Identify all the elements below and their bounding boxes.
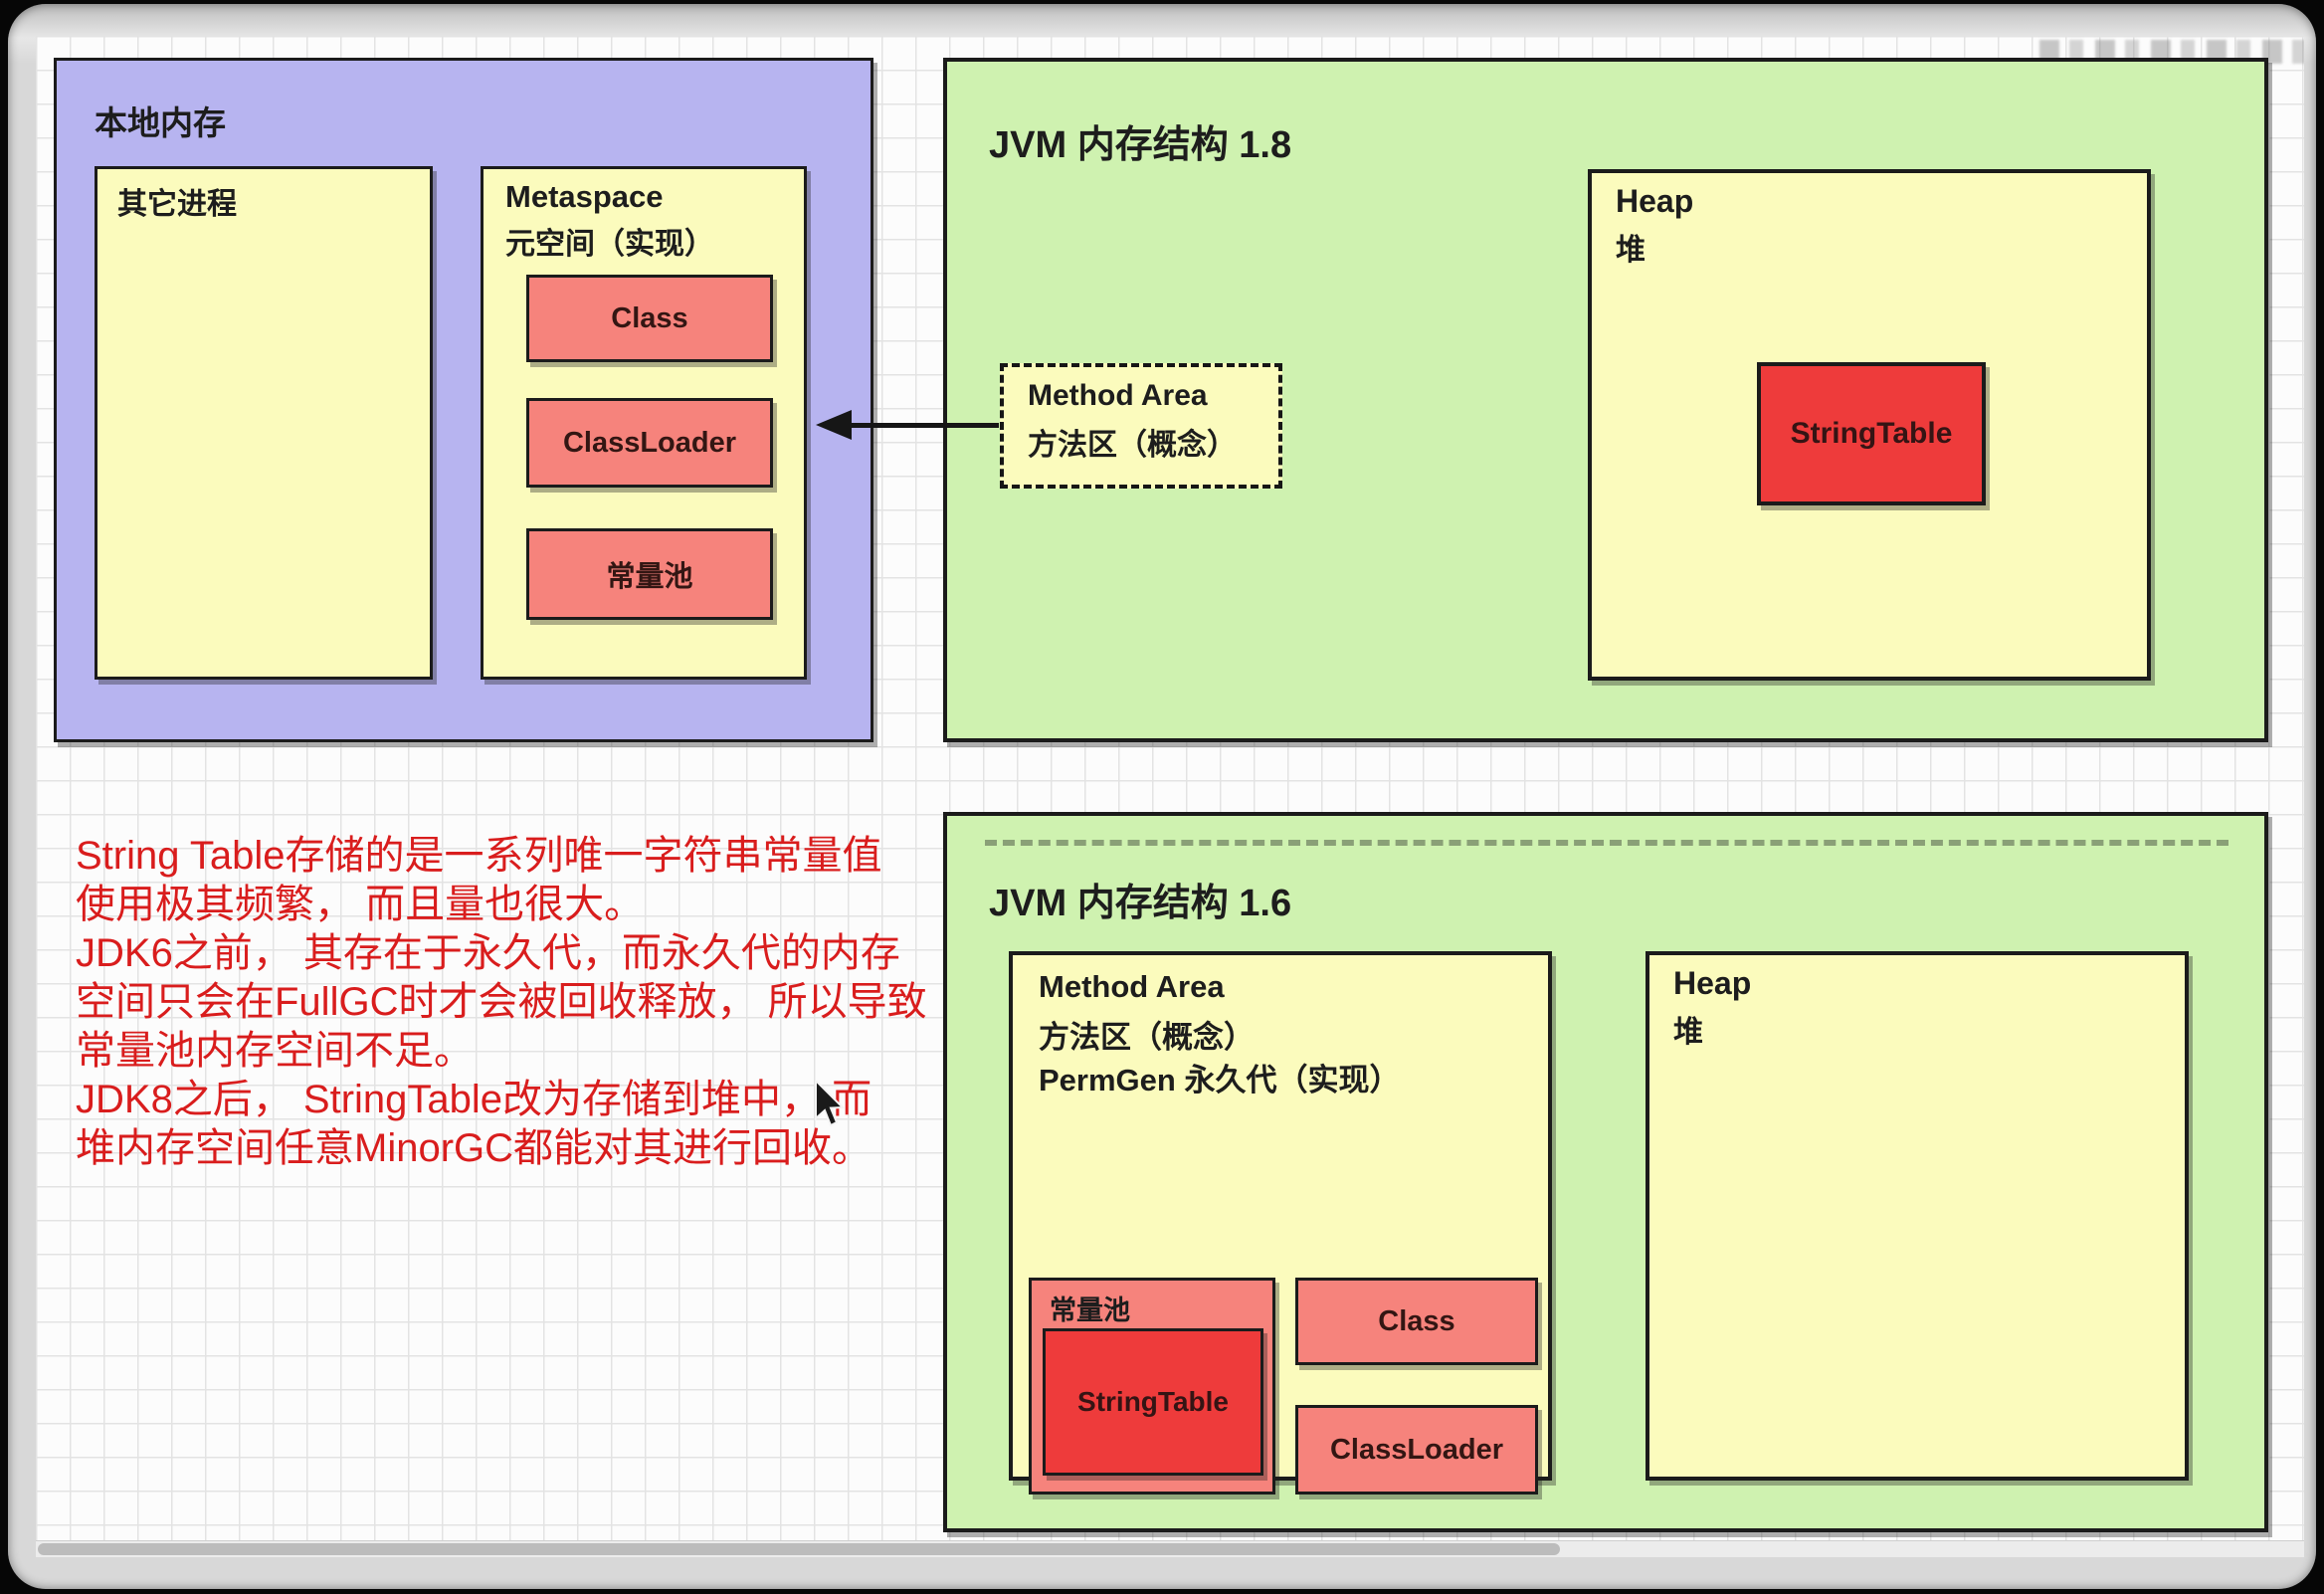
metaspace-subtitle: 元空间（实现） [505, 228, 714, 261]
jvm16-method-area-line1: Method Area [1039, 969, 1225, 1004]
mouse-cursor [815, 1081, 846, 1127]
jvm16-heap-title: Heap [1673, 965, 1752, 1001]
jvm18-heap-box[interactable]: Heap 堆 StringTable [1588, 169, 2151, 681]
jvm16-heap-subtitle: 堆 [1673, 1016, 1703, 1049]
methodarea-to-metaspace-arrow-head [816, 410, 852, 440]
note-line: JDK8之后， StringTable改为存储到堆中， 而 [76, 1078, 872, 1121]
jvm16-box[interactable]: JVM 内存结构 1.6 Method Area 方法区（概念） PermGen… [943, 812, 2268, 1532]
other-process-label: 其它进程 [117, 188, 237, 221]
jvm16-class-box[interactable]: Class [1295, 1278, 1538, 1365]
jvm16-classloader-box[interactable]: ClassLoader [1295, 1405, 1538, 1494]
jvm16-method-area-box[interactable]: Method Area 方法区（概念） PermGen 永久代（实现） 常量池 … [1009, 951, 1552, 1494]
jvm16-heap-box[interactable]: Heap 堆 [1646, 951, 2189, 1481]
jvm18-heap-title: Heap [1616, 183, 1694, 219]
local-memory-title: 本地内存 [95, 104, 226, 141]
metaspace-constpool-label: 常量池 [606, 561, 693, 593]
jvm18-method-area-box[interactable]: Method Area 方法区（概念） [1000, 363, 1282, 489]
local-memory-box[interactable]: 本地内存 其它进程 Metaspace 元空间（实现） Class ClassL… [54, 58, 873, 742]
metaspace-class-label: Class [611, 301, 688, 334]
string-table-note: String Table存储的是一系列唯一字符串常量值 使用极其频繁， 而且量也… [76, 832, 927, 1173]
dashed-line-artifact [985, 840, 2228, 846]
jvm16-title: JVM 内存结构 1.6 [989, 883, 1292, 924]
other-process-box[interactable]: 其它进程 [95, 166, 433, 680]
horizontal-scrollbar-thumb[interactable] [38, 1543, 1560, 1555]
jvm18-method-area-line1: Method Area [1028, 379, 1208, 412]
metaspace-class-box[interactable]: Class [526, 275, 773, 362]
note-line: String Table存储的是一系列唯一字符串常量值 [76, 834, 882, 878]
metaspace-box[interactable]: Metaspace 元空间（实现） Class ClassLoader 常量池 [481, 166, 807, 680]
jvm16-method-area-line2: 方法区（概念） [1039, 1020, 1255, 1055]
note-line: 空间只会在FullGC时才会被回收释放， 所以导致 [76, 980, 927, 1024]
note-line: 使用极其频繁， 而且量也很大。 [76, 883, 645, 926]
jvm18-method-area-line2: 方法区（概念） [1028, 429, 1237, 462]
note-line: 堆内存空间任意MinorGC都能对其进行回收。 [76, 1126, 872, 1170]
horizontal-scrollbar[interactable] [36, 1540, 2304, 1557]
note-line: JDK6之前， 其存在于永久代，而永久代的内存 [76, 931, 900, 975]
jvm16-stringtable-label: StringTable [1077, 1386, 1229, 1417]
jvm16-constpool-box[interactable]: 常量池 StringTable [1029, 1278, 1275, 1494]
app-window: 本地内存 其它进程 Metaspace 元空间（实现） Class ClassL… [8, 4, 2316, 1589]
metaspace-classloader-box[interactable]: ClassLoader [526, 398, 773, 488]
methodarea-to-metaspace-arrow-line [850, 423, 999, 428]
jvm16-constpool-label: 常量池 [1050, 1295, 1130, 1325]
jvm18-heap-subtitle: 堆 [1616, 234, 1646, 267]
jvm18-stringtable-box[interactable]: StringTable [1757, 362, 1986, 505]
metaspace-classloader-label: ClassLoader [562, 426, 737, 459]
jvm16-method-area-line3: PermGen 永久代（实现） [1039, 1063, 1401, 1097]
drawing-canvas: 本地内存 其它进程 Metaspace 元空间（实现） Class ClassL… [36, 36, 2304, 1540]
jvm18-title: JVM 内存结构 1.8 [989, 124, 1292, 166]
jvm18-stringtable-label: StringTable [1790, 417, 1953, 450]
jvm16-class-label: Class [1378, 1304, 1455, 1337]
note-line: 常量池内存空间不足。 [76, 1029, 474, 1073]
jvm16-classloader-label: ClassLoader [1329, 1433, 1504, 1466]
metaspace-constpool-box[interactable]: 常量池 [526, 528, 773, 620]
jvm18-box[interactable]: JVM 内存结构 1.8 Method Area 方法区（概念） Heap 堆 … [943, 58, 2268, 742]
jvm16-stringtable-box[interactable]: StringTable [1043, 1328, 1263, 1476]
metaspace-title: Metaspace [505, 179, 664, 214]
